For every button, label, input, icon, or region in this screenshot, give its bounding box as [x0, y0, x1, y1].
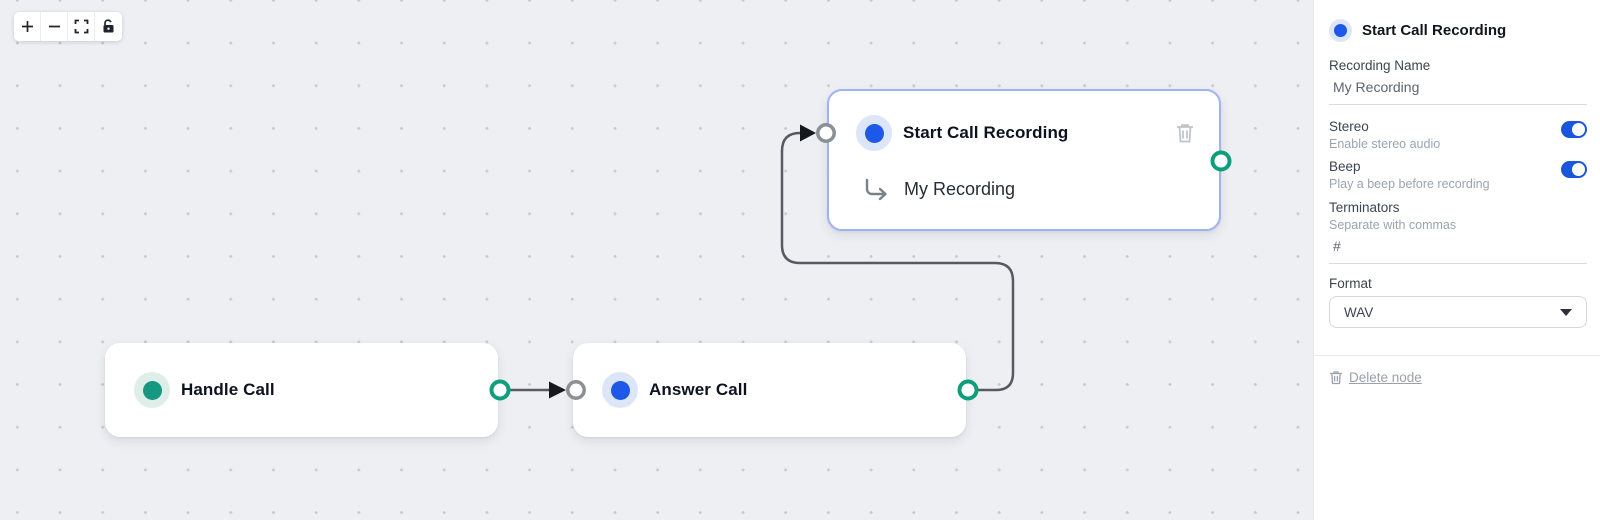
stereo-toggle[interactable] [1561, 121, 1587, 138]
edges-layer [489, 123, 1232, 401]
beep-sublabel: Play a beep before recording [1329, 177, 1490, 191]
canvas-controls [14, 12, 122, 41]
terminators-sublabel: Separate with commas [1329, 218, 1457, 232]
delete-node-link[interactable]: Delete node [1329, 370, 1587, 385]
node-status-dot [1329, 18, 1352, 42]
edge-arrowhead [800, 124, 816, 142]
terminators-input[interactable]: # [1329, 236, 1587, 264]
node-status-dot [134, 372, 170, 408]
stereo-field: Stereo Enable stereo audio [1329, 119, 1587, 151]
panel-header: Start Call Recording [1329, 18, 1587, 42]
delete-node-label: Delete node [1349, 370, 1422, 385]
lock-toggle-button[interactable] [95, 12, 122, 41]
chevron-down-icon [1560, 308, 1572, 316]
zoom-in-button[interactable] [14, 12, 41, 41]
delete-node-button[interactable] [1175, 122, 1195, 144]
beep-toggle[interactable] [1561, 161, 1587, 178]
corner-down-right-icon [865, 178, 887, 201]
node-answer-call[interactable]: Answer Call [573, 343, 966, 437]
node-title: Handle Call [181, 380, 275, 399]
node-status-dot [856, 115, 892, 151]
trash-icon [1330, 371, 1342, 385]
fit-view-button[interactable] [68, 12, 95, 41]
fit-view-icon [74, 19, 88, 34]
trash-icon [1177, 124, 1193, 143]
recording-name-label: Recording Name [1329, 58, 1431, 73]
recording-name-input[interactable]: My Recording [1329, 77, 1587, 105]
zoom-out-icon [48, 25, 60, 28]
format-label: Format [1329, 276, 1372, 291]
node-start-call-recording[interactable]: Start Call Recording My Recording [827, 89, 1221, 231]
unlock-icon [103, 19, 114, 33]
stereo-label: Stereo [1329, 119, 1369, 134]
node-status-dot [602, 372, 638, 408]
terminators-label: Terminators [1329, 200, 1400, 215]
format-select[interactable]: WAV [1329, 296, 1587, 328]
flow-canvas[interactable]: Handle Call Answer Call Start Call Recor… [0, 0, 1313, 520]
stereo-sublabel: Enable stereo audio [1329, 137, 1441, 151]
node-subtitle: My Recording [904, 178, 1016, 199]
panel-title: Start Call Recording [1362, 21, 1507, 39]
beep-label: Beep [1329, 159, 1361, 174]
properties-panel: Start Call Recording Recording Name My R… [1313, 0, 1600, 520]
zoom-in-icon [21, 21, 33, 32]
node-title: Start Call Recording [903, 123, 1069, 142]
beep-field: Beep Play a beep before recording [1329, 159, 1587, 191]
zoom-out-button[interactable] [41, 12, 68, 41]
format-selected-value: WAV [1344, 304, 1374, 320]
edge-arrowhead [549, 381, 566, 399]
panel-divider [1314, 355, 1600, 356]
node-title: Answer Call [649, 380, 748, 399]
node-handle-call[interactable]: Handle Call [105, 343, 498, 437]
